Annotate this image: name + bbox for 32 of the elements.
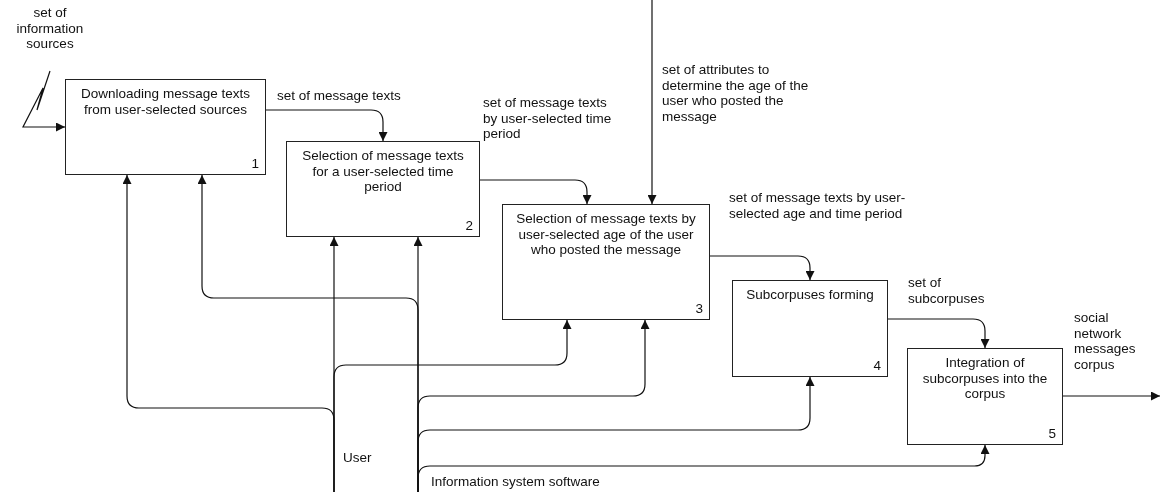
mechanism-label: Information system software bbox=[431, 474, 600, 489]
process-title: Downloading message texts from user-selected sources bbox=[80, 86, 251, 118]
process-box bbox=[732, 280, 888, 377]
edge-label: set of information sources bbox=[15, 5, 85, 52]
process-number: 5 bbox=[1048, 426, 1056, 441]
process-title: Integration of subcorpuses into the corpus bbox=[921, 355, 1049, 402]
process-title: Selection of message texts for a user-selected time period bbox=[301, 148, 465, 195]
arrow bbox=[265, 109, 388, 142]
mechanism-label: User bbox=[343, 450, 372, 465]
edge-label: set of subcorpuses bbox=[908, 275, 986, 307]
arrow bbox=[479, 179, 592, 205]
process-box bbox=[286, 141, 480, 237]
arrow bbox=[647, 0, 657, 205]
edge-label: social network messages corpus bbox=[1074, 310, 1137, 373]
process-number: 4 bbox=[873, 358, 881, 373]
edge-label: set of message texts by user-selected time period bbox=[483, 95, 613, 142]
arrow bbox=[709, 255, 815, 281]
process-title: Selection of message texts by user-selected age of the user who posted the message bbox=[515, 211, 697, 258]
edge-label: set of message texts by user-selected age and time period bbox=[729, 190, 907, 222]
process-number: 2 bbox=[465, 218, 473, 233]
edge-label: set of message texts bbox=[277, 88, 402, 104]
process-box bbox=[502, 204, 710, 320]
process-number: 1 bbox=[251, 156, 259, 171]
arrow bbox=[1062, 391, 1161, 401]
process-number: 3 bbox=[695, 301, 703, 316]
arrow bbox=[22, 70, 66, 132]
arrow bbox=[333, 319, 572, 492]
process-box bbox=[907, 348, 1063, 445]
edge-label: set of attributes to determine the age of the user who posted the message bbox=[662, 62, 810, 125]
process-box bbox=[65, 79, 266, 175]
process-title: Subcorpuses forming bbox=[746, 287, 874, 303]
arrow bbox=[887, 318, 990, 349]
